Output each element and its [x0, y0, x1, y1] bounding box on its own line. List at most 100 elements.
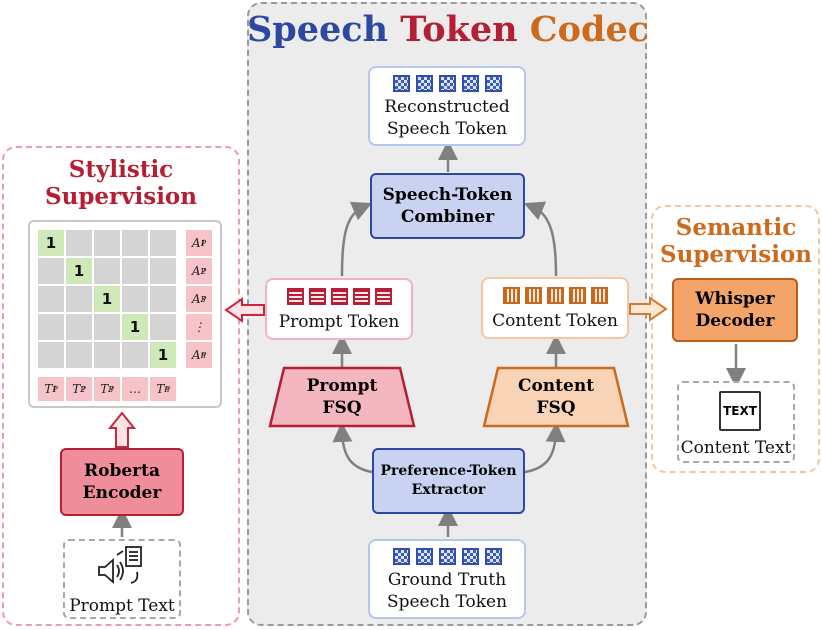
arrow-contenttoken-to-whisper [629, 296, 668, 322]
prompt-fsq-line1: Prompt [306, 376, 378, 396]
prompt-token-cells [267, 288, 411, 305]
arrow-extractor-to-contentfsq [524, 422, 566, 474]
matrix-cell [38, 342, 64, 368]
roberta-line2: Encoder [82, 483, 162, 503]
ground-truth-line1: Ground Truth [387, 570, 507, 590]
speech-token-combiner: Speech-Token Combiner [370, 173, 525, 239]
matrix-cell [66, 286, 92, 312]
title-word-speech: Speech [247, 9, 389, 50]
content-fsq-shape [482, 366, 630, 428]
arrow-prompttoken-to-matrix [224, 297, 265, 323]
matrix-cell [38, 314, 64, 340]
token-cell [286, 288, 304, 305]
text-document-icon: TEXT [719, 391, 761, 431]
matrix-cell-diagonal: 1 [66, 258, 92, 284]
matrix-cell [150, 230, 176, 256]
token-cell [415, 548, 433, 565]
reconstructed-line2: Speech Token [386, 119, 508, 139]
matrix-cell-diagonal: 1 [150, 342, 176, 368]
prompt-fsq: Prompt FSQ [270, 370, 414, 424]
token-cell [415, 75, 433, 92]
semantic-title-line2: Supervision [659, 241, 812, 268]
matrix-col-label: … [122, 377, 148, 401]
extractor-line1: Preference-Token [380, 463, 517, 479]
semantic-title-line1: Semantic [675, 214, 797, 241]
roberta-line1: Roberta [84, 461, 160, 481]
arrow-prompt-to-combiner [340, 201, 373, 277]
token-cell [392, 75, 410, 92]
token-cell [330, 288, 348, 305]
token-cell [438, 75, 456, 92]
token-cell [546, 287, 564, 304]
prompt-fsq-shape [268, 366, 416, 428]
title-word-token: Token [400, 9, 518, 50]
content-fsq-line2: FSQ [536, 398, 576, 418]
matrix-cell [122, 230, 148, 256]
matrix-cell [66, 314, 92, 340]
matrix-cell [94, 342, 120, 368]
reconstructed-token-panel: Reconstructed Speech Token [368, 66, 526, 146]
ground-truth-line2: Speech Token [386, 592, 508, 612]
matrix-cell-diagonal: 1 [38, 230, 64, 256]
prompt-token-label: Prompt Token [278, 312, 400, 332]
prompt-fsq-line2: FSQ [322, 398, 362, 418]
matrix-cell [66, 230, 92, 256]
ground-truth-token-cells [370, 548, 524, 565]
text-icon-label: TEXT [723, 404, 757, 418]
token-cell [308, 288, 326, 305]
arrow-extractor-to-promptfsq [332, 422, 373, 474]
prompt-token-panel: Prompt Token [265, 278, 413, 340]
token-cell [590, 287, 608, 304]
token-cell [352, 288, 370, 305]
reconstructed-token-cells [370, 75, 524, 92]
stylistic-supervision-title: Stylistic Supervision [10, 156, 232, 210]
token-cell [484, 75, 502, 92]
title-word-codec: Codec [529, 9, 650, 50]
matrix-cell-diagonal: 1 [94, 286, 120, 312]
matrix-row-label: ⋮ [186, 314, 212, 340]
arrow-roberta-to-matrix [107, 411, 137, 448]
reconstructed-line1: Reconstructed [384, 97, 510, 117]
roberta-encoder: Roberta Encoder [60, 448, 184, 516]
matrix-cell [150, 258, 176, 284]
prompt-text-label: Prompt Text [69, 596, 175, 616]
content-fsq-line1: Content [517, 376, 595, 396]
matrix-cell [66, 342, 92, 368]
stylistic-title-line1: Stylistic [68, 156, 174, 183]
content-text-panel: TEXT Content Text [677, 381, 795, 463]
token-cell [374, 288, 392, 305]
stylistic-title-line2: Supervision [44, 183, 197, 210]
token-cell [524, 287, 542, 304]
whisper-line1: Whisper [695, 289, 775, 309]
preference-token-extractor: Preference-Token Extractor [372, 448, 525, 514]
prompt-text-panel: Prompt Text [63, 539, 181, 619]
content-token-panel: Content Token [481, 277, 629, 339]
content-token-cells [483, 287, 627, 304]
token-cell [568, 287, 586, 304]
token-cell [461, 75, 479, 92]
matrix-cell [122, 258, 148, 284]
matrix-cell [94, 314, 120, 340]
content-token-label: Content Token [492, 311, 618, 331]
content-text-label: Content Text [680, 438, 792, 458]
matrix-cell [122, 342, 148, 368]
matrix-cell [94, 230, 120, 256]
content-fsq: Content FSQ [484, 370, 628, 424]
extractor-line2: Extractor [411, 482, 486, 498]
matrix-cell [38, 286, 64, 312]
matrix-cell [94, 258, 120, 284]
matrix-cell [38, 258, 64, 284]
matrix-cell [150, 314, 176, 340]
token-cell [484, 548, 502, 565]
matrix-cell [150, 286, 176, 312]
